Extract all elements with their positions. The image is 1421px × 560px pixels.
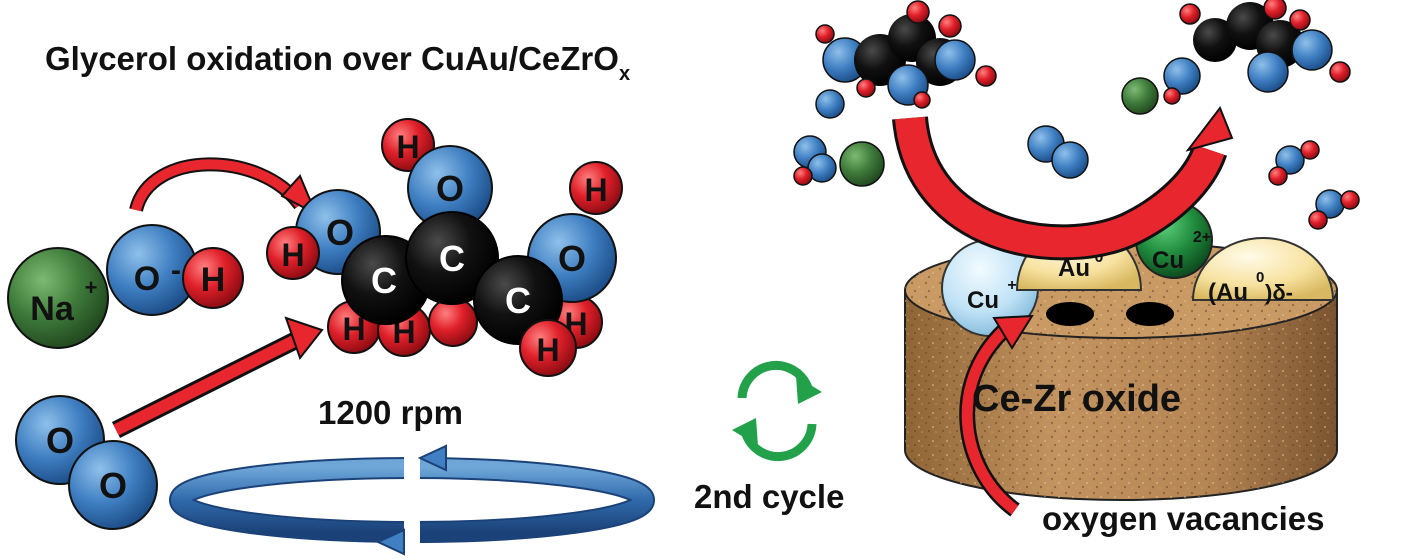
reaction-arrow <box>895 116 1225 258</box>
svg-text:O: O <box>99 465 127 506</box>
svg-text:2+: 2+ <box>1193 229 1211 246</box>
vacancy-hole <box>1046 302 1094 326</box>
svg-text:O: O <box>558 238 586 279</box>
svg-text:C: C <box>505 280 531 321</box>
svg-text:C: C <box>371 260 397 301</box>
vacancies-label: oxygen vacancies <box>1042 500 1325 537</box>
cycle-label: 2nd cycle <box>694 478 845 515</box>
svg-text:H: H <box>281 237 304 273</box>
reaction-arrow-head <box>1185 105 1234 152</box>
site-au-delta: (Au 0 )δ- <box>1191 237 1335 306</box>
svg-text:0: 0 <box>1095 249 1104 266</box>
hydroxide-charge: - <box>171 254 181 287</box>
straight-arrow <box>113 332 303 436</box>
scattered-molecules <box>793 77 1360 230</box>
vacancy-arrow-head <box>992 314 1034 350</box>
naoh-group: Na + O - H <box>7 224 244 349</box>
svg-text:H: H <box>584 172 607 208</box>
hydroxide-hydrogen-label: H <box>201 261 226 299</box>
svg-text:C: C <box>439 238 465 279</box>
svg-text:H: H <box>342 311 365 347</box>
svg-text:Cu: Cu <box>1152 247 1184 274</box>
sodium-atom <box>7 247 109 349</box>
svg-text:+: + <box>1007 277 1016 294</box>
svg-text:Cu: Cu <box>967 287 999 314</box>
svg-text:O: O <box>436 168 464 209</box>
figure-title: Glycerol oxidation over CuAu/CeZrOx <box>45 40 631 85</box>
stirring-ring <box>169 444 655 556</box>
sodium-charge: + <box>85 275 98 300</box>
vacancy-hole <box>1126 302 1174 326</box>
sodium-label: Na <box>30 290 75 328</box>
hydroxide-hydrogen <box>182 247 244 309</box>
vacancy-arrow <box>961 320 1019 515</box>
svg-text:(Au: (Au <box>1208 279 1248 306</box>
straight-arrow-head <box>284 316 324 361</box>
support-label: Ce-Zr oxide <box>972 378 1182 420</box>
dioxygen-molecule: O O <box>15 395 158 530</box>
svg-text:O: O <box>326 212 354 253</box>
cycle-icon <box>732 360 822 462</box>
svg-text:O: O <box>46 420 74 461</box>
hydroxide-label: O <box>134 260 160 298</box>
svg-text:0: 0 <box>1256 269 1264 286</box>
svg-text:H: H <box>536 332 559 368</box>
glycerol-molecule: H H H H O H O O H C C C H <box>266 118 623 377</box>
svg-text:H: H <box>396 129 419 165</box>
glycerol-cluster-right <box>1163 0 1351 105</box>
stir-speed-label: 1200 rpm <box>318 394 463 431</box>
glycerol-cluster-left <box>815 0 997 119</box>
curved-arrow <box>131 159 305 212</box>
svg-text:)δ-: )δ- <box>1265 280 1293 305</box>
